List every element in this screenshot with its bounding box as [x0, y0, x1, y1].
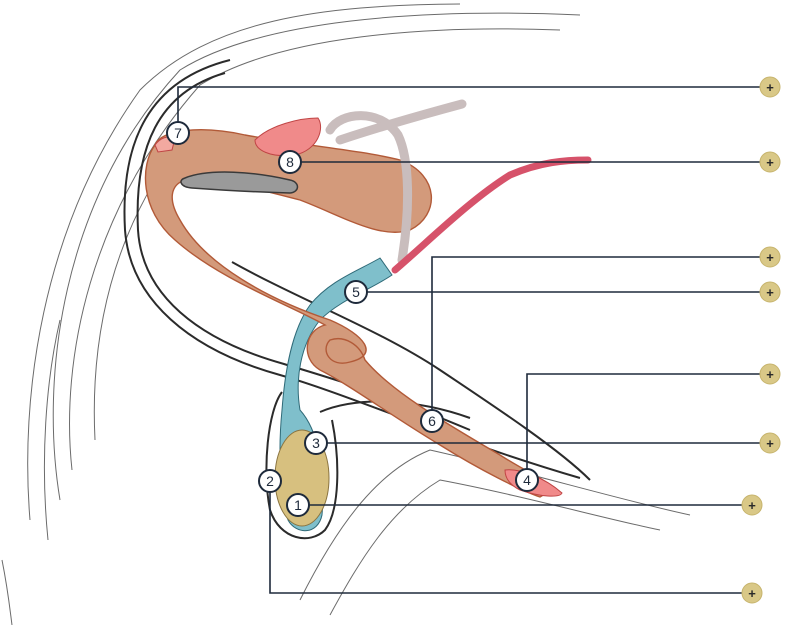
accessory-gland [254, 117, 322, 157]
svg-text:+: + [766, 436, 774, 451]
svg-text:+: + [766, 80, 774, 95]
marker-7[interactable]: 7 [166, 121, 190, 145]
svg-text:6: 6 [428, 413, 436, 429]
svg-text:8: 8 [286, 154, 294, 170]
reproductive-tract [144, 129, 557, 498]
reveal-button-2[interactable]: + [741, 582, 763, 604]
reveal-button-5[interactable]: + [759, 281, 781, 303]
leader-lines [177, 86, 760, 594]
svg-text:+: + [766, 285, 774, 300]
reveal-button-1[interactable]: + [741, 494, 763, 516]
reveal-button-8[interactable]: + [759, 151, 781, 173]
fur-strokes [1, 3, 691, 625]
reveal-button-6[interactable]: + [759, 246, 781, 268]
svg-text:+: + [766, 250, 774, 265]
marker-4[interactable]: 4 [515, 468, 539, 492]
svg-text:+: + [748, 586, 756, 601]
marker-5[interactable]: 5 [344, 280, 368, 304]
svg-text:+: + [766, 367, 774, 382]
svg-text:4: 4 [523, 472, 531, 488]
marker-3[interactable]: 3 [304, 431, 328, 455]
vas-deferens [325, 111, 413, 265]
svg-text:2: 2 [266, 473, 274, 489]
svg-text:3: 3 [312, 435, 320, 451]
svg-text:+: + [766, 155, 774, 170]
svg-text:1: 1 [294, 497, 302, 513]
marker-2[interactable]: 2 [258, 469, 282, 493]
marker-6[interactable]: 6 [420, 409, 444, 433]
svg-text:+: + [748, 498, 756, 513]
svg-text:5: 5 [352, 284, 360, 300]
vas-deferens-branch [335, 99, 467, 145]
svg-text:7: 7 [174, 125, 182, 141]
gray-organ [180, 171, 299, 194]
reveal-button-4[interactable]: + [759, 363, 781, 385]
reveal-button-7[interactable]: + [759, 76, 781, 98]
marker-8[interactable]: 8 [278, 150, 302, 174]
marker-1[interactable]: 1 [286, 493, 310, 517]
reveal-button-3[interactable]: + [759, 432, 781, 454]
